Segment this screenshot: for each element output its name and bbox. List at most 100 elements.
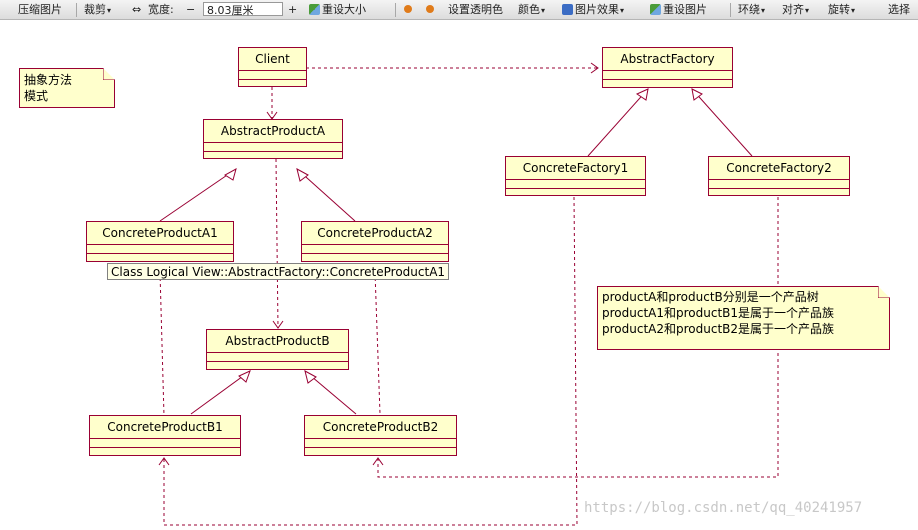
picture-effects-icon — [562, 4, 573, 15]
generalization-arrowhead — [691, 88, 703, 101]
class-attributes — [305, 439, 456, 448]
chevron-down-icon: ▾ — [761, 6, 766, 15]
class-operations — [87, 254, 233, 262]
rotate-label: 旋转 — [828, 3, 850, 16]
contrast-icon — [426, 5, 434, 13]
class-concrete-factory-1[interactable]: ConcreteFactory1 — [505, 156, 646, 196]
generalization-line — [296, 168, 356, 222]
note-line: productA和productB分别是一个产品树 — [602, 290, 819, 304]
dependency-arrowhead — [372, 457, 384, 466]
chevron-down-icon: ▾ — [805, 6, 810, 15]
compress-picture-button[interactable]: 压缩图片 — [18, 3, 62, 16]
note-fold-icon — [103, 68, 115, 80]
contrast-button[interactable] — [426, 2, 436, 17]
class-name: ConcreteProductB2 — [305, 416, 456, 439]
color-label: 颜色 — [518, 3, 540, 16]
class-operations — [207, 362, 348, 370]
dependency-arrowhead — [590, 62, 599, 74]
dependency-line — [275, 158, 279, 329]
note-product-families[interactable]: productA和productB分别是一个产品树 productA1和prod… — [597, 286, 890, 350]
note-fold-icon — [878, 286, 890, 298]
width-input[interactable]: 8.03厘米 — [203, 2, 283, 17]
class-attributes — [302, 245, 448, 254]
class-attributes — [709, 180, 849, 189]
brightness-button[interactable] — [404, 2, 414, 17]
select-button[interactable]: 选择 — [888, 3, 910, 16]
generalization-arrowhead — [238, 370, 251, 383]
class-name: Client — [239, 48, 306, 71]
generalization-line — [587, 88, 649, 157]
class-attributes — [506, 180, 645, 189]
reset-picture-button[interactable]: 重设图片 — [650, 2, 707, 17]
class-name: AbstractProductA — [204, 120, 342, 143]
class-concrete-product-a1[interactable]: ConcreteProductA1 — [86, 221, 234, 262]
crop-label: 裁剪 — [84, 3, 106, 16]
align-dropdown[interactable]: 对齐▾ — [782, 2, 809, 17]
note-line: 模式 — [24, 89, 49, 103]
class-attributes — [207, 353, 348, 362]
generalization-arrowhead — [635, 88, 649, 101]
wrap-dropdown[interactable]: 环绕▾ — [738, 2, 765, 17]
reset-picture-icon — [650, 4, 661, 15]
generalization-arrowhead — [296, 168, 309, 182]
element-tooltip: Class Logical View::AbstractFactory::Con… — [107, 263, 450, 280]
class-name: ConcreteProductA1 — [87, 222, 233, 245]
align-label: 对齐 — [782, 3, 804, 16]
class-abstract-product-a[interactable]: AbstractProductA — [203, 119, 343, 159]
chevron-down-icon: ▾ — [851, 6, 856, 15]
chevron-down-icon: ▾ — [541, 6, 546, 15]
class-name: ConcreteFactory1 — [506, 157, 645, 180]
class-attributes — [603, 71, 732, 80]
toolbar-divider — [730, 3, 731, 17]
dependency-arrowhead — [272, 320, 284, 329]
width-increase-button[interactable]: + — [288, 3, 298, 16]
uml-class-diagram: Client AbstractFactory AbstractProductA … — [0, 20, 918, 530]
class-attributes — [239, 71, 306, 80]
resize-handle-icon: ⇔ — [132, 3, 142, 16]
dependency-line — [163, 196, 578, 526]
class-name: ConcreteProductB1 — [90, 416, 240, 439]
generalization-arrowhead — [304, 370, 317, 384]
class-concrete-product-b1[interactable]: ConcreteProductB1 — [89, 415, 241, 456]
note-line: productA2和productB2是属于一个产品族 — [602, 322, 835, 336]
note-pattern[interactable]: 抽象方法 模式 — [19, 68, 115, 108]
reset-size-button[interactable]: 重设大小 — [309, 2, 366, 17]
class-concrete-factory-2[interactable]: ConcreteFactory2 — [708, 156, 850, 196]
class-attributes — [87, 245, 233, 254]
class-attributes — [204, 143, 342, 152]
class-concrete-product-a2[interactable]: ConcreteProductA2 — [301, 221, 449, 262]
class-operations — [302, 254, 448, 262]
reset-size-label: 重设大小 — [322, 3, 366, 16]
crop-button[interactable]: 裁剪▾ — [84, 2, 111, 17]
class-operations — [90, 448, 240, 456]
dependency-line — [159, 271, 165, 417]
width-label: 宽度: — [148, 3, 174, 16]
wrap-label: 环绕 — [738, 3, 760, 16]
reset-picture-label: 重设图片 — [663, 3, 707, 16]
generalization-line — [691, 88, 753, 157]
picture-effects-dropdown[interactable]: 图片效果▾ — [562, 2, 624, 17]
generalization-line — [159, 168, 237, 222]
rotate-dropdown[interactable]: 旋转▾ — [828, 2, 855, 17]
chevron-down-icon: ▾ — [620, 6, 625, 15]
width-decrease-button[interactable]: − — [186, 3, 196, 16]
class-client[interactable]: Client — [238, 47, 307, 87]
watermark-text: https://blog.csdn.net/qq_40241957 — [584, 500, 863, 516]
class-abstract-factory[interactable]: AbstractFactory — [602, 47, 733, 88]
note-line: 抽象方法 — [24, 73, 73, 87]
class-abstract-product-b[interactable]: AbstractProductB — [206, 329, 349, 370]
chevron-down-icon: ▾ — [107, 6, 112, 15]
class-operations — [603, 80, 732, 88]
class-concrete-product-b2[interactable]: ConcreteProductB2 — [304, 415, 457, 456]
picture-effects-label: 图片效果 — [575, 3, 619, 16]
class-name: AbstractProductB — [207, 330, 348, 353]
dependency-arrowhead — [158, 457, 170, 466]
brightness-icon — [404, 5, 412, 13]
set-transparent-button[interactable]: 设置透明色 — [448, 3, 503, 16]
color-dropdown[interactable]: 颜色▾ — [518, 2, 545, 17]
picture-toolbar: 压缩图片 裁剪▾ ⇔ 宽度: − 8.03厘米 + 重设大小 设置透明色 颜色▾… — [0, 0, 918, 20]
class-attributes — [90, 439, 240, 448]
toolbar-divider — [395, 3, 396, 17]
class-operations — [239, 80, 306, 88]
dependency-line — [374, 271, 381, 415]
